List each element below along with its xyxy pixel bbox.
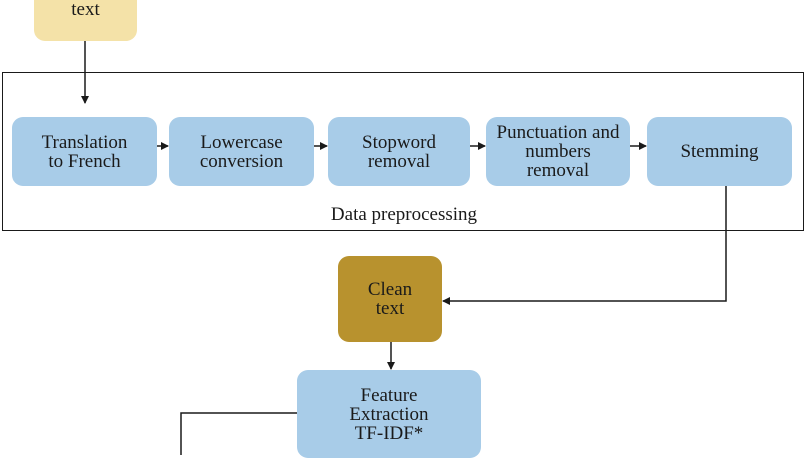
node-label-line: numbers <box>525 141 591 162</box>
node-label-line: text <box>71 0 100 20</box>
node-label-line: text <box>375 298 405 319</box>
node-label-line: removal <box>526 160 590 181</box>
node-label-line: Stopword <box>362 131 436 153</box>
node-label-line: Feature <box>360 384 418 406</box>
node-label-line: TF-IDF* <box>354 422 424 444</box>
stemming-node: Stemming <box>647 117 792 186</box>
input-text-node: text <box>34 0 137 41</box>
data-preprocessing-label: Data preprocessing <box>330 204 478 225</box>
node-label-line: Extraction <box>349 403 429 425</box>
node-label-line: Lowercase <box>200 131 283 153</box>
arrow-stemming-to-clean-text <box>442 186 727 305</box>
connector-feature-extraction-out <box>180 412 300 455</box>
node-label-line: Punctuation and <box>496 122 620 143</box>
node-label-line: to French <box>48 150 121 172</box>
node-label-line: Translation <box>41 131 128 153</box>
node-label-line: conversion <box>199 150 284 172</box>
data-preprocessing-group <box>2 72 804 231</box>
node-label-line: removal <box>367 150 431 172</box>
node-label-line: Stemming <box>680 141 759 162</box>
node-label-line: Clean <box>367 279 413 300</box>
